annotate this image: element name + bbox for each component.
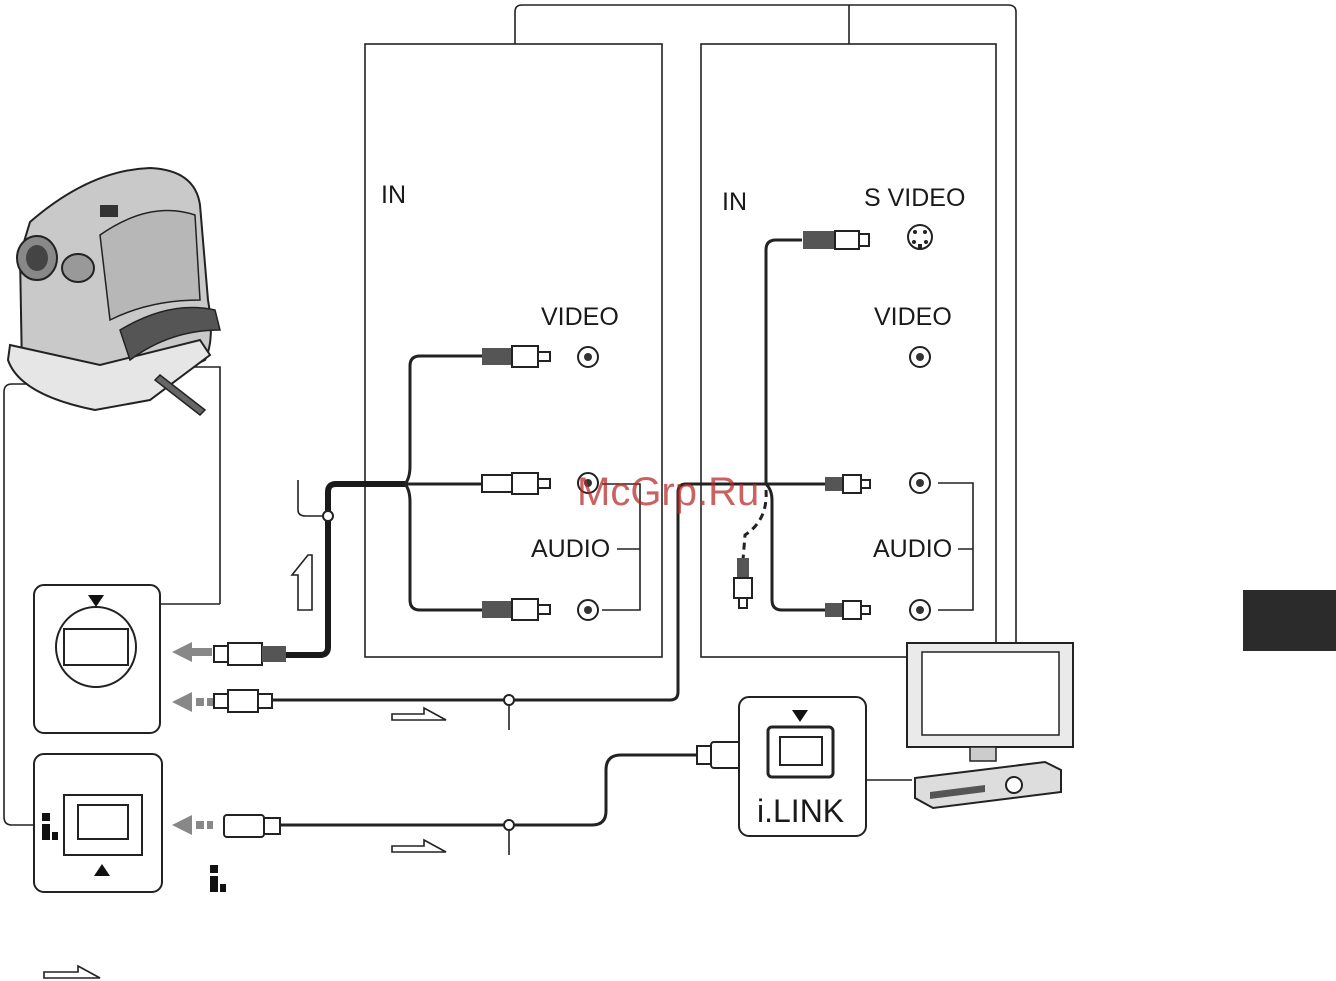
camcorder-icon bbox=[8, 168, 220, 415]
section-tab bbox=[1243, 590, 1336, 651]
rca-plug-video bbox=[482, 346, 550, 367]
tv-audio-r-jack bbox=[910, 600, 930, 620]
av-cable-branches bbox=[405, 356, 484, 610]
tv-audio-l-jack bbox=[910, 473, 930, 493]
ilink-cable-clip bbox=[504, 820, 514, 830]
tv-video-label: VIDEO bbox=[874, 303, 952, 331]
tv-in-label: IN bbox=[722, 188, 747, 216]
dv-arrow-icon bbox=[172, 815, 192, 835]
rca-plug-audio-l bbox=[482, 473, 550, 494]
signal-flow-right-arrow-2 bbox=[392, 840, 446, 852]
tv-rca-plug-audio-r bbox=[825, 601, 870, 619]
loose-rca-plug bbox=[734, 558, 752, 608]
tv-svideo-cable bbox=[760, 240, 802, 484]
av-plug bbox=[214, 643, 286, 665]
tv-audio-r-cable bbox=[766, 484, 825, 610]
tv-video-jack bbox=[910, 347, 930, 367]
ilink-cable bbox=[280, 755, 700, 825]
tv-cable-clip bbox=[504, 695, 514, 705]
tv-av-plug bbox=[214, 690, 272, 712]
vcr-icon bbox=[915, 762, 1061, 808]
dv-i-mark-icon-2 bbox=[210, 865, 226, 892]
signal-flow-legend-arrow bbox=[44, 966, 100, 978]
av-cable-clip bbox=[323, 511, 333, 521]
svideo-plug bbox=[803, 231, 869, 249]
av-cable-marker bbox=[298, 480, 322, 516]
vcr-audio-label: AUDIO bbox=[531, 535, 610, 563]
tv-svideo-label: S VIDEO bbox=[864, 184, 965, 212]
tv-rca-plug-audio-l bbox=[825, 475, 870, 493]
signal-flow-up-arrow bbox=[292, 555, 312, 610]
vcr-video-label: VIDEO bbox=[541, 303, 619, 331]
tv-arrow-icon bbox=[172, 692, 192, 712]
av-port-slot bbox=[64, 629, 128, 665]
signal-flow-right-arrow-1 bbox=[392, 708, 446, 720]
tv-svideo-jack bbox=[908, 225, 932, 249]
vcr-in-label: IN bbox=[381, 181, 406, 209]
rca-plug-audio-r bbox=[482, 599, 550, 620]
vcr-audio-r-jack bbox=[578, 600, 598, 620]
av-cable bbox=[286, 484, 405, 655]
dv-arrow-dash bbox=[196, 821, 213, 829]
watermark: McGrp.Ru bbox=[577, 470, 759, 514]
tv-arrow-dash bbox=[196, 698, 213, 706]
dv-plug-camera bbox=[224, 815, 280, 837]
av-arrow-icon bbox=[172, 642, 212, 662]
ilink-label: i.LINK bbox=[757, 793, 844, 829]
tv-icon bbox=[907, 643, 1073, 761]
tv-audio-label: AUDIO bbox=[873, 535, 952, 563]
vcr-video-jack bbox=[578, 347, 598, 367]
ilink-port-slot bbox=[780, 737, 822, 765]
dv-port-slot bbox=[78, 805, 128, 839]
